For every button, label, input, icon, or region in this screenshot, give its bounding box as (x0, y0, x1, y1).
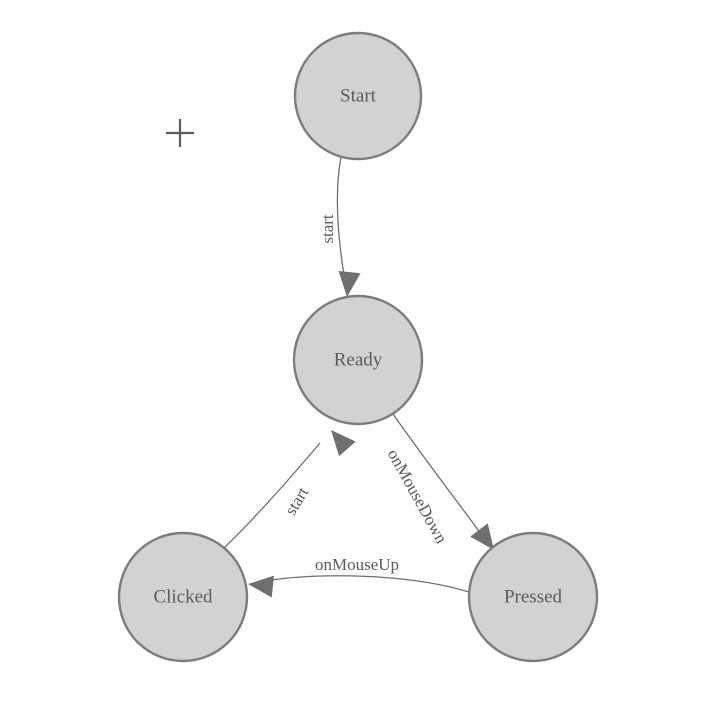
edge-label-ready-to-pressed: onMouseDown (384, 446, 452, 547)
edge-path-clicked-to-ready (223, 442, 321, 549)
edge-clicked-to-ready (223, 430, 356, 549)
plus-crosshair-icon (166, 119, 194, 147)
edge-label-start-to-ready: start (318, 214, 337, 244)
node-circle-start[interactable] (293, 31, 423, 161)
node-circle-clicked[interactable] (117, 531, 249, 663)
edge-label-pressed-to-clicked: onMouseUp (315, 555, 399, 574)
edge-path-ready-to-pressed (392, 413, 485, 539)
edge-ready-to-pressed (392, 413, 494, 550)
arrowhead-clicked-to-ready (331, 430, 356, 457)
edge-pressed-to-clicked (248, 575, 470, 598)
edge-start-to-ready (336, 156, 361, 297)
edges-layer (223, 156, 494, 598)
edge-path-start-to-ready (336, 156, 346, 283)
node-pressed[interactable]: Pressed (467, 531, 599, 663)
node-circle-ready[interactable] (292, 294, 424, 426)
node-start[interactable]: Start (293, 31, 423, 161)
node-circle-pressed[interactable] (467, 531, 599, 663)
edge-path-pressed-to-clicked (264, 575, 470, 593)
arrowhead-ready-to-pressed (470, 523, 494, 550)
arrowhead-pressed-to-clicked (248, 575, 275, 598)
node-clicked[interactable]: Clicked (117, 531, 249, 663)
node-ready[interactable]: Ready (292, 294, 424, 426)
edge-label-clicked-to-ready: start (281, 484, 313, 519)
arrowhead-start-to-ready (338, 270, 361, 297)
